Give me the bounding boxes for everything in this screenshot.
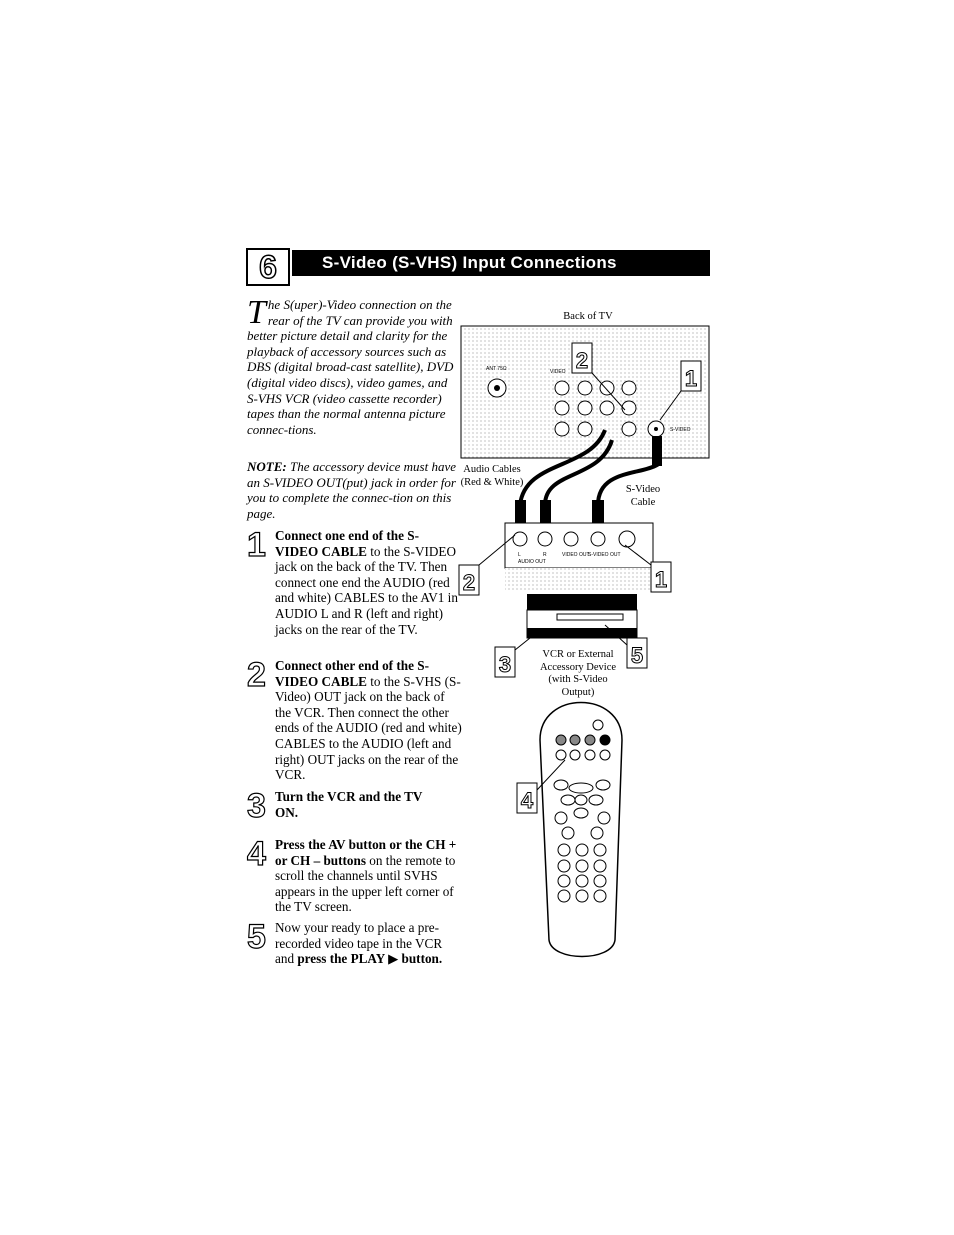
tv-svideo-jack xyxy=(647,420,665,438)
vcr-l-label: L xyxy=(518,552,521,558)
callout-box-2-tv xyxy=(571,342,593,374)
step-3-bold: Turn the VCR and the TV ON. xyxy=(275,789,423,820)
intro-text: he S(uper)-Video connection on the rear … xyxy=(247,297,454,437)
step-2: 2 Connect other end of the S-VIDEO CABLE… xyxy=(246,656,462,783)
step-1: 1 Connect one end of the S-VIDEO CABLE t… xyxy=(246,526,462,637)
step-1-bold: Connect one end of the S-VIDEO CABLE xyxy=(275,528,419,559)
note-paragraph: NOTE: The accessory device must have an … xyxy=(247,459,457,521)
callout-3: 3 xyxy=(499,652,511,677)
audio-cable-right xyxy=(543,439,614,506)
callout-box-1-tv xyxy=(680,360,702,392)
step-2-number: 2 xyxy=(246,656,266,694)
callout-5: 5 xyxy=(631,643,643,668)
tv-ant-label: ANT 75Ω xyxy=(486,366,507,372)
section-title: S-Video (S-VHS) Input Connections xyxy=(292,250,710,276)
step-2-text: to the S-VHS (S-Video) OUT jack on the b… xyxy=(275,673,462,783)
callout-1-vcr: 1 xyxy=(655,567,667,592)
tv-av-jacks xyxy=(554,380,637,437)
step-4-text: on the remote to scroll the channels unt… xyxy=(275,852,456,915)
audio-plug-r xyxy=(540,500,551,526)
step-3-number: 3 xyxy=(246,787,266,825)
vcr-video-out-label: VIDEO OUT xyxy=(562,552,590,558)
step-4: 4 Press the AV button or the CH + or CH … xyxy=(246,835,462,915)
audio-plug-l xyxy=(515,500,526,526)
audio-cables-label: Audio Cables (Red & White) xyxy=(460,464,524,488)
step-1-number: 1 xyxy=(246,526,266,564)
tv-video-label: VIDEO xyxy=(550,369,566,375)
vcr-device xyxy=(526,594,638,639)
step-1-text: to the S-VIDEO jack on the back of the T… xyxy=(275,543,458,637)
step-4-number: 4 xyxy=(246,835,266,873)
step-3: 3 Turn the VCR and the TV ON. xyxy=(246,787,462,825)
step-5-number: 5 xyxy=(246,918,266,956)
callout-box-3 xyxy=(494,646,516,678)
callout-box-5 xyxy=(626,637,648,669)
step-5: 5 Now your ready to place a pre-recorded… xyxy=(246,918,462,967)
vcr-jacks xyxy=(512,530,636,548)
intro-dropcap: T xyxy=(247,294,266,331)
vcr-panel-shade xyxy=(505,568,653,592)
svideo-plug-vcr xyxy=(592,500,604,526)
callout-4: 4 xyxy=(521,788,534,813)
tv-svideo-label: S-VIDEO xyxy=(670,427,691,433)
callout-2-tv: 2 xyxy=(576,348,588,373)
note-text: The accessory device must have an S-VIDE… xyxy=(247,459,457,521)
callout-box-2-vcr xyxy=(458,564,480,596)
audio-cable-left xyxy=(518,429,607,506)
step-4-bold: Press the AV button or the CH + or CH – … xyxy=(275,837,457,868)
callout-box-4 xyxy=(516,782,538,814)
callout-1-tv: 1 xyxy=(685,366,697,391)
remote-control xyxy=(539,701,623,958)
callout-2-vcr: 2 xyxy=(463,570,475,595)
vcr-svideo-out-label: S-VIDEO OUT xyxy=(588,552,621,558)
step-2-bold: Connect other end of the S-VIDEO CABLE xyxy=(275,658,429,689)
device-label: VCR or External Accessory Device (with S… xyxy=(539,649,617,698)
vcr-r-label: R xyxy=(543,552,547,558)
note-label: NOTE: xyxy=(247,459,287,474)
callout-box-1-vcr xyxy=(650,561,672,593)
vcr-audio-out-label: AUDIO OUT xyxy=(518,559,546,565)
svideo-cable-label: S-Video Cable xyxy=(625,484,661,508)
section-number: 6 xyxy=(246,248,290,286)
tv-antenna-jack xyxy=(487,378,507,398)
step-5-pre: Now your ready to place a pre-recorded v… xyxy=(275,920,443,967)
svideo-plug-tv xyxy=(652,436,662,466)
step-5-bold: press the PLAY ▶ button. xyxy=(297,951,443,967)
back-of-tv-label: Back of TV xyxy=(563,311,613,322)
